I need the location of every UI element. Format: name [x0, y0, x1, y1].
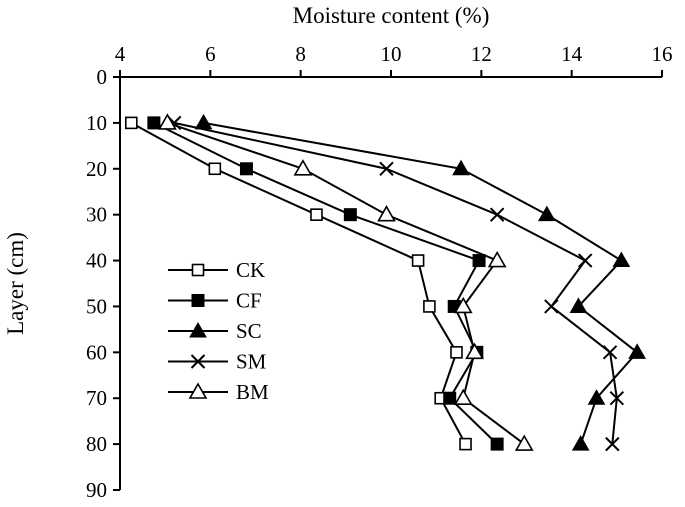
- legend-item-sm: SM: [168, 350, 267, 374]
- x-axis-title: Moisture content (%): [293, 3, 490, 28]
- data-point-bm: [377, 205, 396, 222]
- data-point-cf: [472, 254, 486, 268]
- x-tick-label: 8: [295, 42, 306, 66]
- data-point-sc: [537, 205, 556, 222]
- x-tick-label: 16: [652, 42, 673, 66]
- legend-marker-sm: [190, 354, 206, 369]
- legend-marker-cf: [191, 294, 205, 307]
- data-point-cf: [443, 391, 457, 405]
- legend-label-ck: CK: [236, 258, 265, 282]
- data-point-sm: [605, 436, 620, 452]
- legend-item-sc: SC: [168, 319, 262, 343]
- series-bm: [158, 113, 534, 451]
- x-tick-label: 6: [205, 42, 216, 66]
- data-point-bm: [453, 296, 473, 314]
- data-point-cf: [239, 162, 253, 176]
- data-point-sc: [571, 435, 590, 451]
- data-point-ck: [124, 116, 138, 130]
- data-point-sc: [612, 251, 631, 268]
- data-point-ck: [411, 254, 425, 267]
- y-axis-ticks: 0 10 20 30 40 50 60 70 80 90: [86, 65, 120, 502]
- y-tick-label: 90: [86, 478, 107, 502]
- data-point-sm: [578, 253, 593, 268]
- y-tick-label: 80: [86, 432, 107, 456]
- legend-item-ck: CK: [168, 258, 265, 282]
- series-line-ck: [130, 122, 467, 445]
- series-group: [124, 113, 647, 452]
- legend-marker-ck: [191, 263, 205, 277]
- data-point-sm: [609, 391, 625, 406]
- y-tick-label: 30: [86, 203, 107, 227]
- data-point-bm: [293, 159, 313, 176]
- series-line-cf: [153, 121, 498, 445]
- y-tick-label: 70: [86, 386, 107, 410]
- x-tick-label: 12: [471, 42, 492, 66]
- data-point-bm: [514, 434, 534, 451]
- y-tick-label: 40: [86, 249, 107, 273]
- legend-label-bm: BM: [236, 380, 269, 404]
- data-point-sm: [489, 207, 505, 222]
- x-axis-ticks: 4 6 8 10 12 14 16: [115, 42, 673, 77]
- data-point-ck: [310, 208, 323, 221]
- y-axis-title: Layer (cm): [3, 232, 28, 335]
- y-tick-label: 60: [86, 340, 107, 364]
- series-line-sm: [173, 121, 618, 445]
- data-point-ck: [423, 300, 436, 313]
- data-point-bm: [158, 113, 177, 130]
- legend-item-bm: BM: [168, 380, 269, 404]
- series-line-sc: [203, 121, 639, 445]
- x-tick-label: 14: [561, 42, 583, 66]
- legend-label-cf: CF: [236, 289, 262, 313]
- x-tick-label: 10: [381, 42, 402, 66]
- data-point-sc: [194, 113, 213, 130]
- data-point-sc: [452, 159, 470, 176]
- series-ck: [124, 116, 472, 451]
- legend-marker-sc: [189, 321, 207, 338]
- data-point-sm: [379, 161, 394, 176]
- axes: [119, 76, 662, 490]
- legend-label-sc: SC: [236, 319, 262, 343]
- data-point-ck: [208, 162, 222, 176]
- data-point-sc: [569, 297, 588, 313]
- x-tick-label: 4: [115, 42, 126, 66]
- data-point-sm: [544, 299, 559, 314]
- data-point-bm: [465, 342, 484, 360]
- data-point-sm: [602, 345, 618, 360]
- y-tick-label: 20: [86, 157, 107, 181]
- series-sc: [194, 113, 647, 451]
- data-point-ck: [459, 437, 472, 451]
- y-tick-label: 10: [86, 111, 107, 135]
- data-point-sc: [587, 389, 606, 405]
- data-point-bm: [453, 388, 473, 406]
- legend: CK CF SC SM BM: [168, 258, 269, 404]
- legend-item-cf: CF: [168, 289, 262, 313]
- legend-marker-bm: [188, 382, 208, 399]
- data-point-cf: [147, 116, 161, 130]
- legend-label-sm: SM: [236, 350, 267, 374]
- y-tick-label: 0: [97, 65, 108, 89]
- y-tick-label: 50: [86, 294, 107, 318]
- series-sm: [166, 115, 625, 452]
- data-point-cf: [343, 208, 357, 222]
- series-line-bm: [167, 121, 525, 445]
- data-point-sc: [628, 343, 647, 359]
- data-point-ck: [450, 346, 463, 359]
- data-point-bm: [487, 250, 507, 268]
- data-point-cf: [490, 437, 504, 451]
